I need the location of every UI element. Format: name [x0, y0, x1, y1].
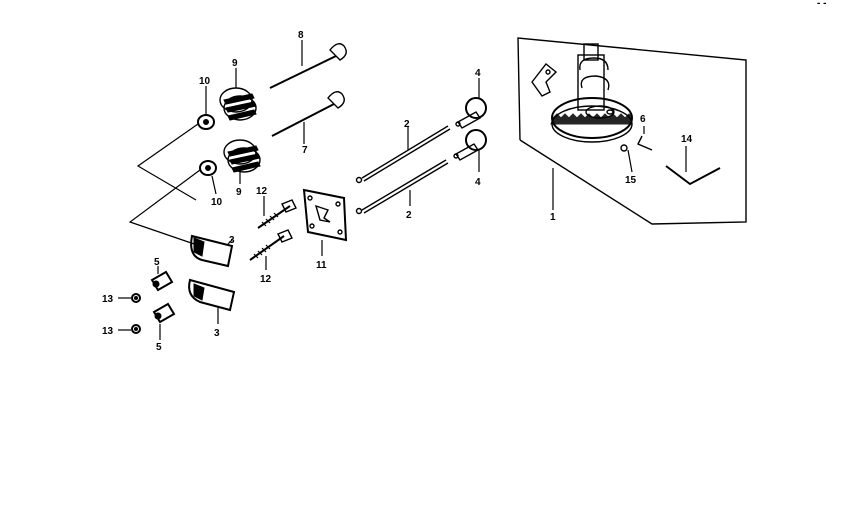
rocker-pivot-lower: 5 [152, 302, 176, 353]
exhaust-valve: 8 [269, 30, 347, 89]
callout-10-upper: 10 [199, 76, 211, 87]
valve-spring-upper: 9 [219, 58, 257, 121]
spring-retainer-lower: 10 [199, 160, 223, 208]
callout-3-lower: 3 [214, 328, 220, 339]
intake-valve: 7 [271, 91, 345, 156]
push-rod-lower: 2 [355, 159, 449, 221]
callout-2-upper: 2 [404, 119, 410, 130]
callout-9-upper: 9 [232, 58, 238, 69]
rocker-arm-upper: 3 [190, 234, 235, 268]
callout-11: 11 [316, 260, 327, 271]
tappet-upper: 4 [455, 68, 487, 129]
callout-13-upper: 13 [102, 294, 114, 305]
rocker-arm-lower: 3 [188, 278, 236, 339]
callout-9-lower: 9 [236, 187, 242, 198]
camshaft-assembly: 1 [517, 37, 747, 225]
callout-12-upper: 12 [256, 186, 268, 197]
rocker-stud-upper: 12 [256, 186, 297, 229]
callout-7: 7 [302, 145, 308, 156]
callout-3-upper: 3 [229, 235, 235, 246]
callout-1: 1 [550, 212, 556, 223]
hex-wrench: 14 [665, 134, 721, 186]
valve-spring-lower: 9 [223, 139, 261, 198]
callout-5-upper: 5 [154, 257, 160, 268]
callout-5-lower: 5 [156, 342, 162, 353]
spring-retainer-upper: 10 [197, 76, 215, 130]
callout-13-lower: 13 [102, 326, 114, 337]
tappet-lower: 4 [453, 129, 487, 188]
corner-mark: - - [817, 0, 826, 9]
push-rod-upper: 2 [355, 119, 451, 184]
pin-parts: 6 15 [620, 114, 653, 186]
callout-8: 8 [298, 30, 304, 41]
nut-lower: 13 [102, 324, 141, 337]
callout-6: 6 [640, 114, 646, 125]
rocker-pivot-upper: 5 [150, 257, 174, 292]
callout-10-lower: 10 [211, 197, 223, 208]
callout-4-upper: 4 [475, 68, 481, 79]
callout-14: 14 [681, 134, 693, 145]
rocker-stud-lower: 12 [249, 229, 293, 285]
nut-upper: 13 [102, 293, 141, 305]
push-rod-guide-plate: 11 [302, 188, 348, 271]
callout-12-lower: 12 [260, 274, 272, 285]
assembly-guide-lines [128, 123, 201, 247]
callout-15: 15 [625, 175, 637, 186]
callout-4-lower: 4 [475, 177, 481, 188]
callout-2-lower: 2 [406, 210, 412, 221]
